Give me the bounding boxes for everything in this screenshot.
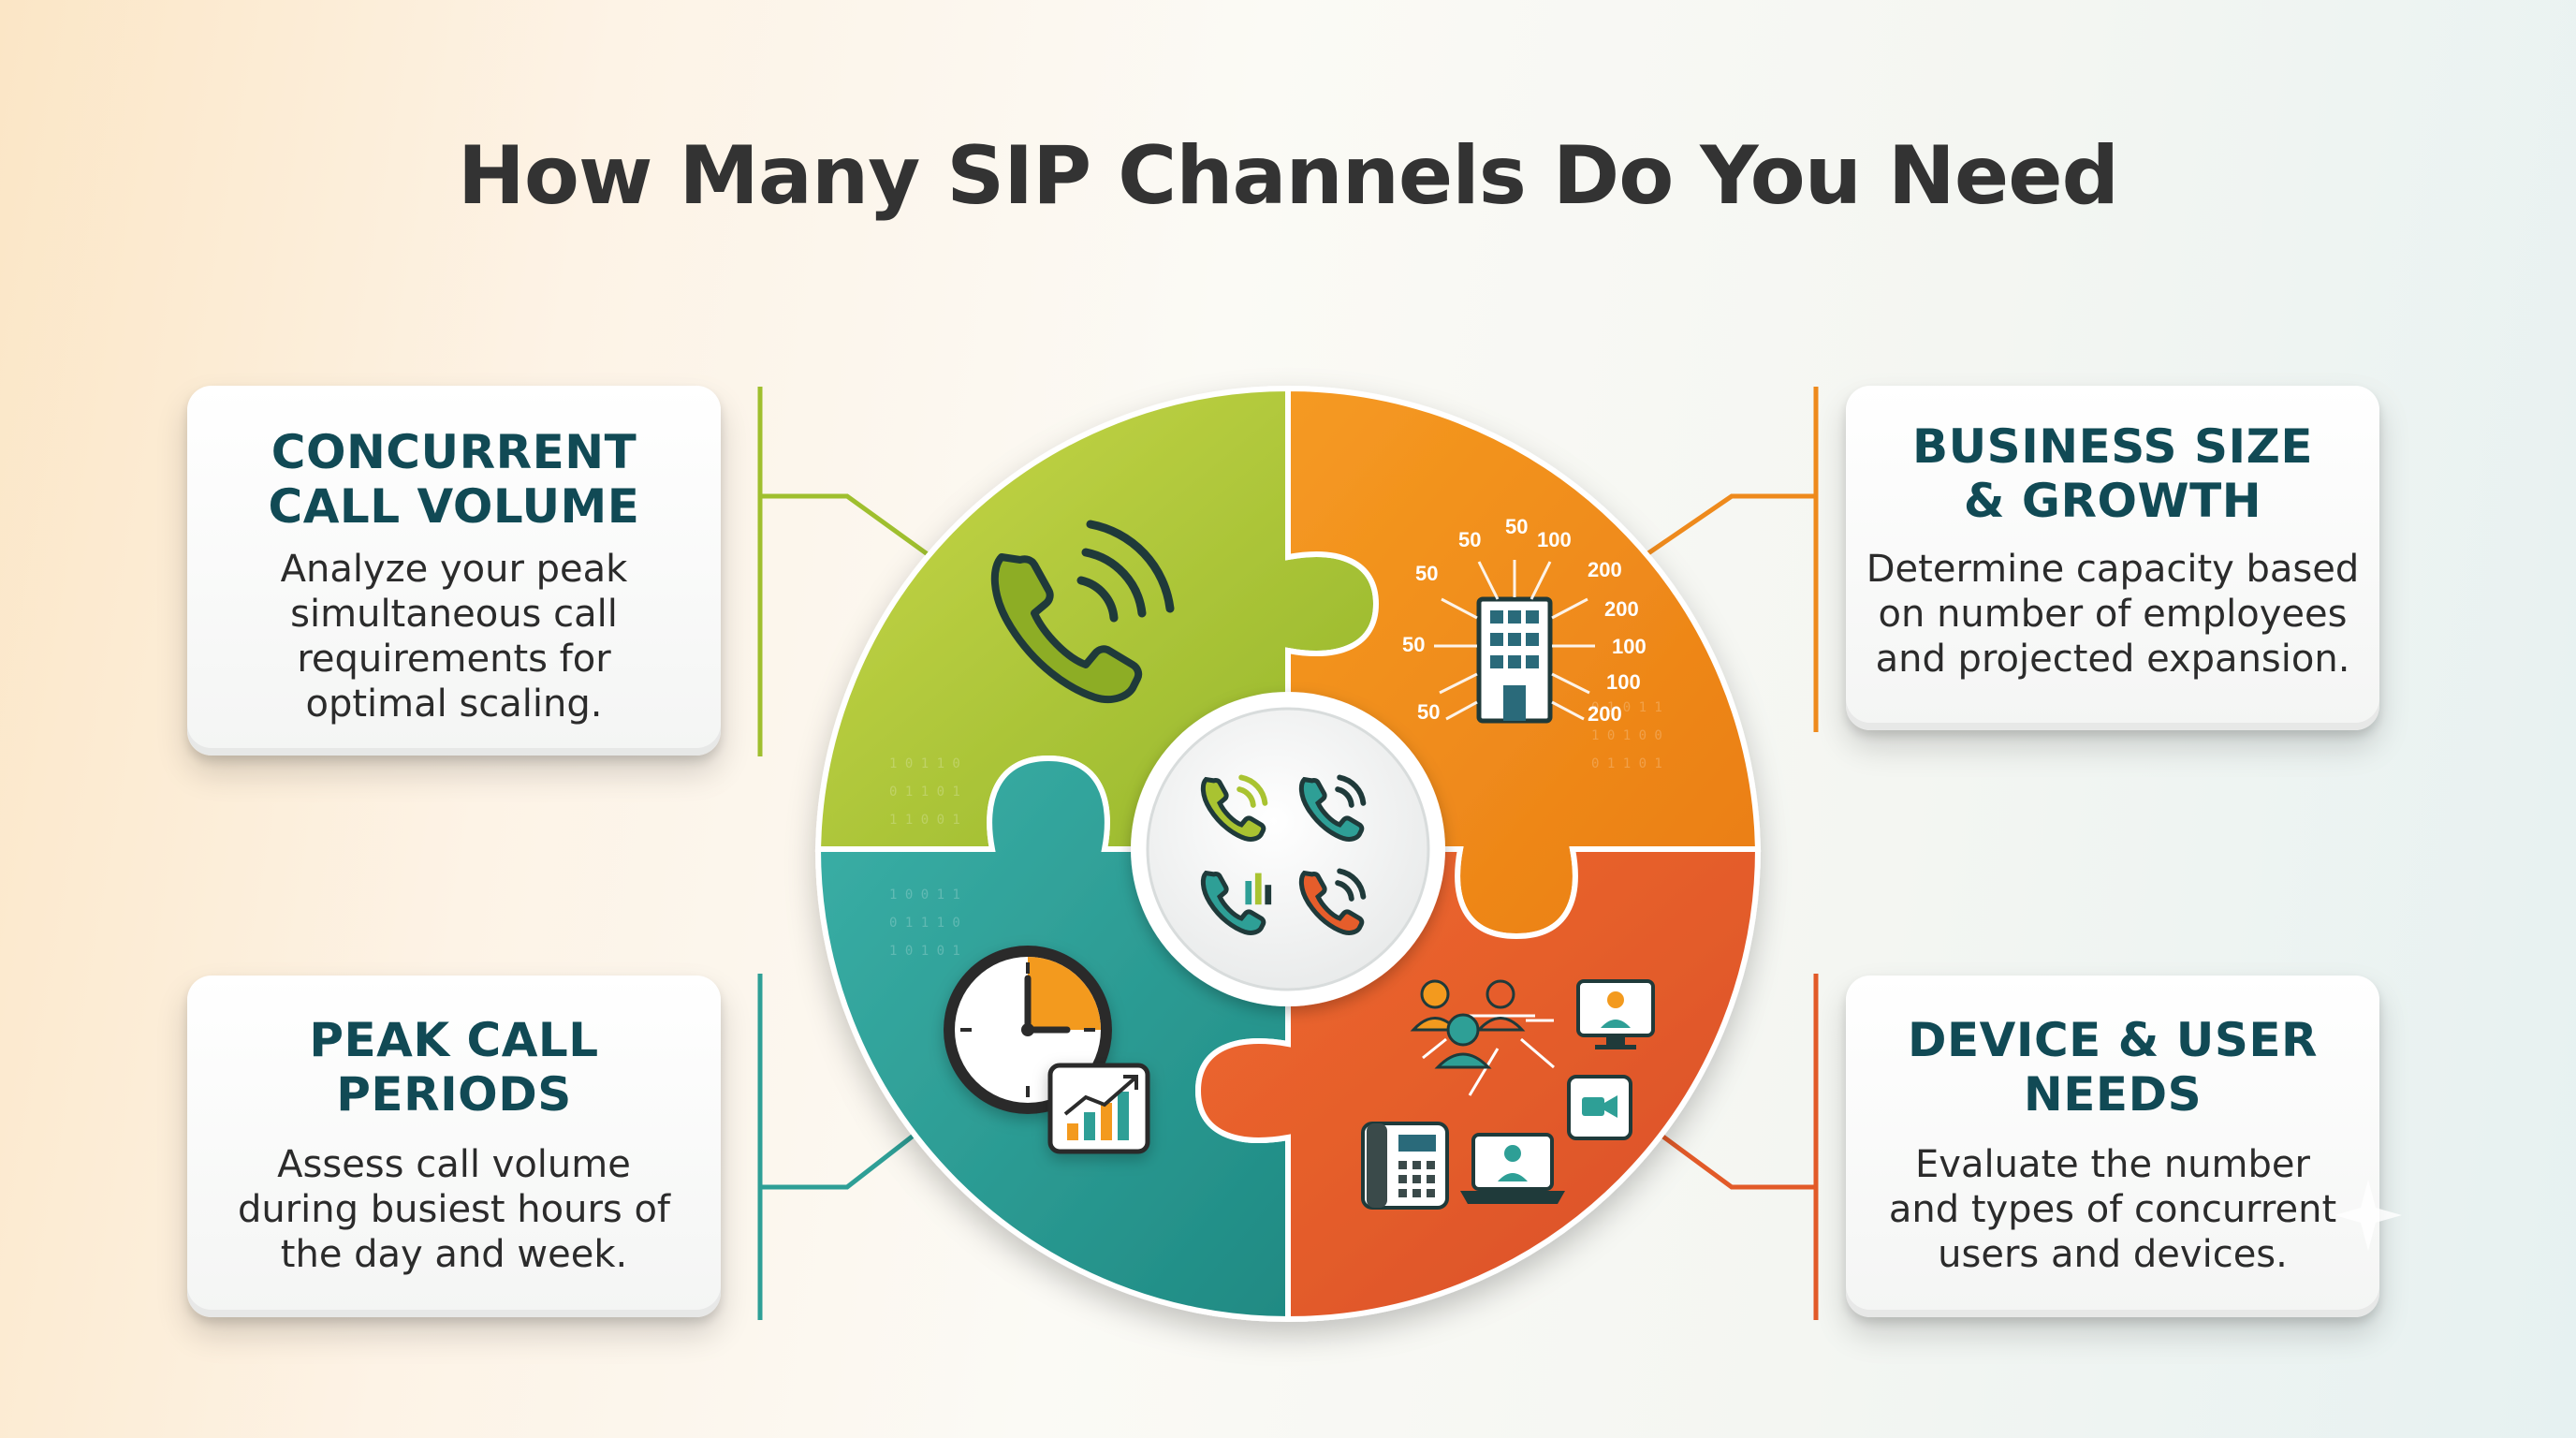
phones-hub-icon <box>1131 692 1445 1006</box>
card-description-line: Determine capacity based <box>1866 548 2360 591</box>
connector-line-concurrent <box>760 493 933 560</box>
card-description-line: users and devices. <box>1938 1233 2288 1276</box>
tablet-video-icon <box>1567 1075 1632 1140</box>
card-description: Determine capacity based on number of em… <box>1857 547 2368 682</box>
card-heading-line: BUSINESS SIZE <box>1911 419 2314 474</box>
svg-text:0 1 1 0 1: 0 1 1 0 1 <box>1591 756 1662 771</box>
card-description-line: on number of employees <box>1878 593 2348 636</box>
connector-line-device <box>1641 1119 1816 1190</box>
card-heading: PEAK CALL PERIODS <box>197 1013 711 1122</box>
hub-phone-chart-icon <box>1200 870 1272 935</box>
building-number: 50 <box>1417 700 1440 724</box>
svg-text:1 0 1 0 0: 1 0 1 0 0 <box>1591 728 1662 743</box>
card-heading-line: DEVICE & USER <box>1908 1013 2318 1067</box>
card-business-size-growth: BUSINESS SIZE & GROWTH Determine capacit… <box>1846 386 2379 730</box>
building-number: 200 <box>1604 597 1639 621</box>
building-number: 200 <box>1588 702 1622 726</box>
card-heading-line: NEEDS <box>2023 1067 2203 1122</box>
building-number: 100 <box>1606 670 1641 694</box>
svg-text:0 1 1 0 1: 0 1 1 0 1 <box>889 785 960 800</box>
svg-text:1 0 1 1 0: 1 0 1 1 0 <box>889 756 960 771</box>
sparkle-icon <box>2334 1180 2402 1251</box>
svg-text:0 1 1 1 0: 0 1 1 1 0 <box>889 916 960 931</box>
laptop-icon <box>1460 1133 1565 1204</box>
connector-line-peak <box>760 1120 933 1190</box>
building-number: 50 <box>1458 528 1481 551</box>
page-title: How Many SIP Channels Do You Need <box>457 129 2119 223</box>
card-device-user-needs: DEVICE & USER NEEDS Evaluate the number … <box>1846 976 2379 1317</box>
card-description-line: and types of concurrent <box>1888 1188 2337 1231</box>
user-devices-network-icon <box>1361 979 1655 1210</box>
building-number: 100 <box>1612 635 1647 658</box>
connector-line-business <box>1641 493 1816 560</box>
card-description: Analyze your peak simultaneous call requ… <box>208 547 700 726</box>
card-heading: CONCURRENT CALL VOLUME <box>197 425 711 534</box>
hub-phone-green-icon <box>1200 774 1268 842</box>
svg-text:1 0 0 1 1: 1 0 0 1 1 <box>889 888 960 902</box>
connector-lines <box>757 387 1819 1320</box>
card-heading-line: PEAK CALL <box>309 1013 599 1067</box>
card-heading: DEVICE & USER NEEDS <box>1855 1013 2370 1122</box>
card-description-line: optimal scaling. <box>305 682 603 726</box>
building-number: 100 <box>1537 528 1572 551</box>
phone-waves-icon <box>990 520 1175 704</box>
building-number: 50 <box>1415 562 1438 585</box>
monitor-icon <box>1576 979 1655 1049</box>
card-description-line: Evaluate the number <box>1915 1143 2310 1186</box>
radiating-arrows <box>1434 560 1595 721</box>
card-description-line: simultaneous call <box>290 593 618 636</box>
building-icon <box>1476 596 1553 724</box>
building-numbers: 50 50 100 50 200 200 50 100 100 50 200 <box>1402 515 1647 726</box>
hub-phone-red-icon <box>1298 868 1367 935</box>
card-description-line: requirements for <box>297 638 611 681</box>
card-description: Assess call volume during busiest hours … <box>208 1142 700 1277</box>
svg-text:1 1 0 0 1: 1 1 0 0 1 <box>889 813 960 828</box>
card-description: Evaluate the number and types of concurr… <box>1866 1142 2359 1277</box>
card-description-line: Analyze your peak <box>280 548 628 591</box>
card-description-line: the day and week. <box>280 1233 628 1276</box>
binary-texture: 1 0 1 1 0 0 1 1 0 1 1 1 0 0 1 0 1 0 1 1 1 0… <box>889 700 1662 959</box>
building-number: 50 <box>1505 515 1528 538</box>
card-description-line: Assess call volume <box>277 1143 631 1186</box>
card-heading: BUSINESS SIZE & GROWTH <box>1855 419 2370 528</box>
svg-text:0 1 0 1 1: 0 1 0 1 1 <box>1591 700 1662 715</box>
building-arrows-icon: 50 50 100 50 200 200 50 100 100 50 200 <box>1402 515 1647 726</box>
card-heading-line: & GROWTH <box>1963 474 2262 528</box>
card-heading-line: PERIODS <box>336 1067 572 1122</box>
card-heading-line: CONCURRENT <box>271 425 637 479</box>
card-concurrent-call-volume: CONCURRENT CALL VOLUME Analyze your peak… <box>187 386 721 756</box>
card-description-line: and projected expansion. <box>1875 638 2350 681</box>
building-number: 200 <box>1588 558 1622 581</box>
card-description-line: during busiest hours of <box>237 1188 671 1231</box>
hub-phone-teal-icon <box>1298 774 1367 842</box>
card-heading-line: CALL VOLUME <box>268 479 640 534</box>
svg-text:1 0 1 0 1: 1 0 1 0 1 <box>889 944 960 959</box>
desk-phone-icon <box>1361 1122 1449 1210</box>
building-number: 50 <box>1402 633 1425 656</box>
card-peak-call-periods: PEAK CALL PERIODS Assess call volume dur… <box>187 976 721 1317</box>
chart-card-icon <box>1047 1063 1150 1154</box>
clock-chart-icon <box>944 946 1150 1154</box>
